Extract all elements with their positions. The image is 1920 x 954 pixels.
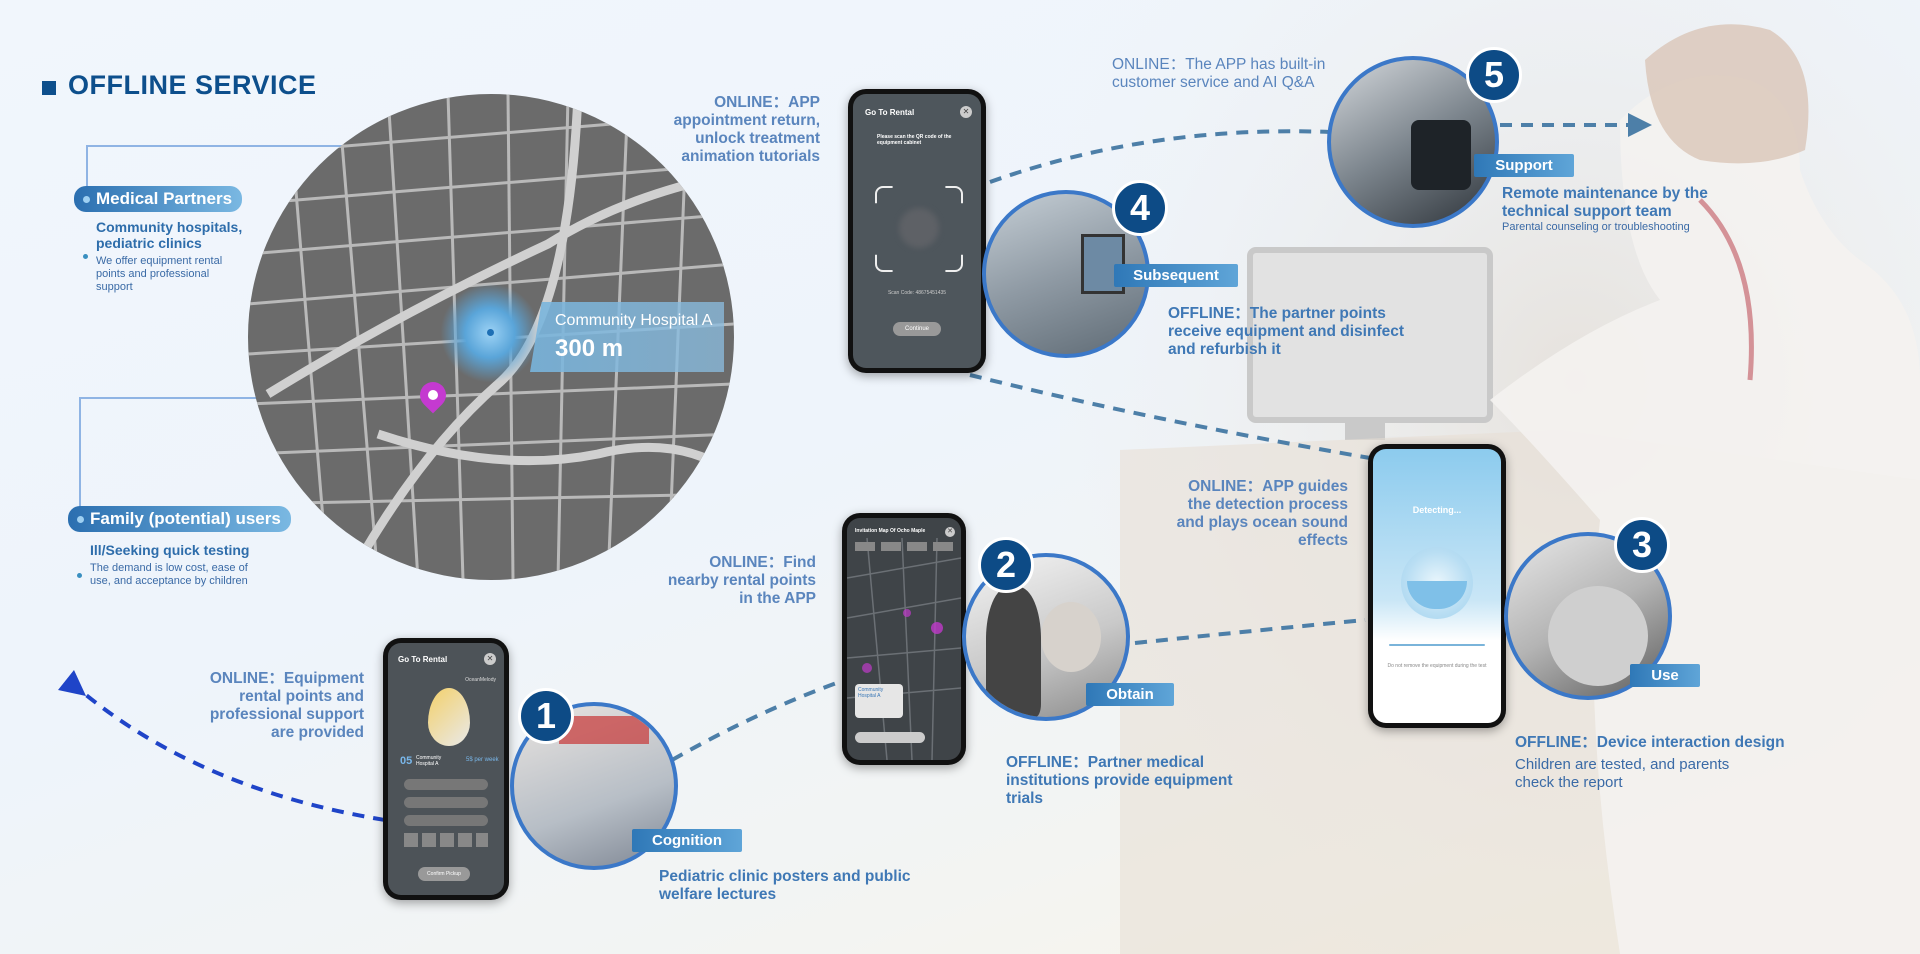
step4-tag: Subsequent	[1114, 264, 1238, 287]
partners-subtitle: Community hospitals, pediatric clinics	[96, 219, 243, 251]
map-action-button[interactable]	[855, 732, 925, 743]
step2-online: ONLINE：Find nearby rental points in the …	[667, 554, 816, 607]
hospital-name: Community Hospital A	[555, 312, 713, 329]
detect-phone-screen: Detecting... Do not remove the equipment…	[1373, 449, 1501, 723]
step4-online: ONLINE：APP appointment return, unlock tr…	[673, 94, 820, 165]
users-subtitle: Ill/Seeking quick testing	[90, 542, 250, 558]
filter-chips[interactable]	[855, 542, 953, 551]
map-close-icon[interactable]: ✕	[945, 527, 955, 537]
step3-online: ONLINE：APP guides the detection process …	[1176, 478, 1348, 549]
device-drop-icon	[428, 688, 470, 746]
step4-number-badge: 4	[1112, 180, 1168, 236]
step2-number-badge: 2	[978, 537, 1034, 593]
step5-offline-note: Parental counseling or troubleshooting	[1502, 221, 1690, 233]
map-phone-map	[847, 537, 961, 760]
step5-tag: Support	[1474, 154, 1574, 177]
step5-online: ONLINE：The APP has built-in customer ser…	[1112, 56, 1326, 91]
rental-phone-sub: OceanMelody	[465, 677, 496, 683]
detect-note: Do not remove the equipment during the t…	[1387, 663, 1487, 669]
scan-phone-screen: Go To Rental ✕ Please scan the QR code o…	[853, 94, 981, 368]
step1-number-badge: 1	[518, 688, 574, 744]
title-square-icon	[42, 81, 56, 95]
confirm-pickup-button[interactable]: Confirm Pickup	[418, 867, 470, 881]
location-name: Community Hospital A	[416, 755, 442, 767]
partners-description: We offer equipment rental points and pro…	[96, 255, 223, 293]
qr-preview	[899, 208, 939, 248]
step1-online: ONLINE：Equipment rental points and profe…	[209, 670, 364, 741]
lecture-banner	[559, 716, 649, 744]
map-phone[interactable]: Invitation Map Of Ocho Maple ✕ Community…	[842, 513, 966, 765]
rental-phone[interactable]: Go To Rental ✕ OceanMelody 05 Community …	[383, 638, 509, 900]
users-dot	[77, 516, 84, 523]
detect-phone[interactable]: Detecting... Do not remove the equipment…	[1368, 444, 1506, 728]
date-selector[interactable]	[404, 833, 488, 847]
close-icon[interactable]: ✕	[484, 653, 496, 665]
rental-phone-title: Go To Rental	[398, 655, 448, 664]
map-phone-screen: Invitation Map Of Ocho Maple ✕ Community…	[847, 518, 961, 760]
hospital-label-card	[530, 302, 724, 372]
scan-close-icon[interactable]: ✕	[960, 106, 972, 118]
scan-phone-title: Go To Rental	[865, 108, 915, 117]
partners-desc-dot	[83, 254, 88, 259]
hospital-distance: 300 m	[555, 335, 624, 362]
step5-number-badge: 5	[1466, 47, 1522, 103]
step5-offline: Remote maintenance by the technical supp…	[1502, 185, 1708, 220]
step2-offline: OFFLINE：Partner medical institutions pro…	[1006, 754, 1233, 807]
partners-dot	[83, 196, 90, 203]
page-title: OFFLINE SERVICE	[68, 70, 317, 100]
step4-offline: OFFLINE：The partner points receive equip…	[1168, 305, 1405, 358]
location-card[interactable]: Community Hospital A	[855, 684, 903, 718]
users-desc-dot	[77, 573, 82, 578]
step3-offline-desc: Children are tested, and parents check t…	[1515, 756, 1730, 791]
continue-button[interactable]: Continue	[893, 322, 941, 336]
step1-offline: Pediatric clinic posters and public welf…	[659, 868, 911, 903]
rental-phone-screen: Go To Rental ✕ OceanMelody 05 Community …	[388, 643, 504, 895]
child-face	[1041, 602, 1101, 672]
option-row-3[interactable]	[404, 815, 488, 826]
users-description: The demand is low cost, ease of use, and…	[90, 562, 248, 587]
hospital-location-dot	[487, 329, 494, 336]
family-users-tag: Family (potential) users	[68, 506, 291, 532]
scan-code: Scan Code: 48675451435	[887, 290, 947, 296]
scan-phone[interactable]: Go To Rental ✕ Please scan the QR code o…	[848, 89, 986, 373]
device-equipment	[1411, 120, 1471, 190]
medical-partners-tag: Medical Partners	[74, 186, 243, 212]
step3-number-badge: 3	[1614, 517, 1670, 573]
location-code: 05	[400, 755, 413, 767]
scan-prompt: Please scan the QR code of the equipment…	[877, 134, 952, 146]
step3-offline-title: OFFLINE：Device interaction design	[1515, 734, 1785, 751]
map-phone-title: Invitation Map Of Ocho Maple	[855, 528, 926, 534]
step2-tag: Obtain	[1086, 683, 1174, 706]
option-row-1[interactable]	[404, 779, 488, 790]
step1-tag: Cognition	[632, 829, 742, 852]
sound-wave-line	[1389, 644, 1485, 646]
pin-center	[428, 390, 438, 400]
price-label: 5$ per week	[466, 757, 499, 763]
step3-tag: Use	[1630, 664, 1700, 687]
detecting-title: Detecting...	[1412, 505, 1462, 515]
child-hair	[986, 587, 1041, 717]
option-row-2[interactable]	[404, 797, 488, 808]
